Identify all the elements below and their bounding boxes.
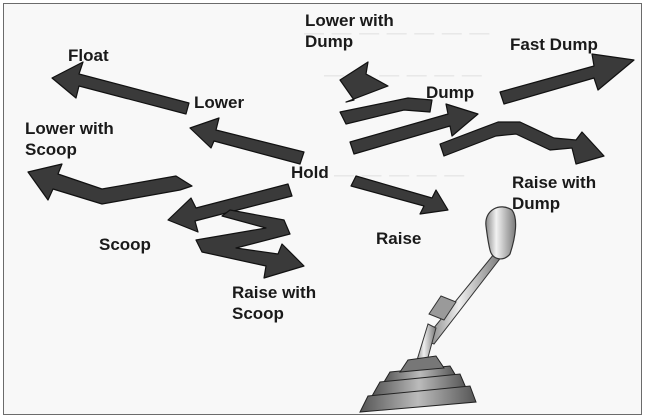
dump-arrow — [349, 103, 479, 155]
scoop-arrow — [167, 183, 293, 233]
control-lever-diagram-panel: — — — — — — — — — — — — — — — — — — — [3, 3, 642, 415]
label-hold: Hold — [291, 163, 329, 182]
label-raise: Raise — [376, 229, 422, 248]
label-float: Float — [68, 46, 109, 65]
label-dump: Dump — [426, 83, 475, 102]
lower-with-dump-arrow-tail — [339, 97, 433, 125]
raise-arrow — [350, 175, 449, 215]
arrow-diagram — [27, 53, 635, 413]
fast-dump-arrow — [499, 53, 635, 105]
label-raise-with-scoop: Raise with Scoop — [232, 283, 317, 323]
label-fast-dump: Fast Dump — [510, 35, 598, 54]
control-lever-joystick-icon — [359, 206, 517, 413]
label-scoop: Scoop — [99, 235, 151, 254]
raise-with-dump-arrow — [439, 121, 605, 165]
label-raise-with-dump: Raise with Dump — [512, 173, 597, 213]
float-arrow — [51, 61, 190, 115]
background-bleed-text: — — — — — — — — [304, 22, 491, 44]
label-lower: Lower — [194, 93, 245, 112]
lower-with-dump-arrow — [339, 61, 389, 103]
raise-with-scoop-arrow — [195, 209, 305, 279]
label-lower-with-dump: Lower with Dump — [305, 11, 394, 51]
lower-with-scoop-arrow — [27, 163, 193, 205]
lower-arrow — [189, 117, 305, 165]
label-lower-with-scoop: Lower with Scoop — [25, 119, 114, 159]
